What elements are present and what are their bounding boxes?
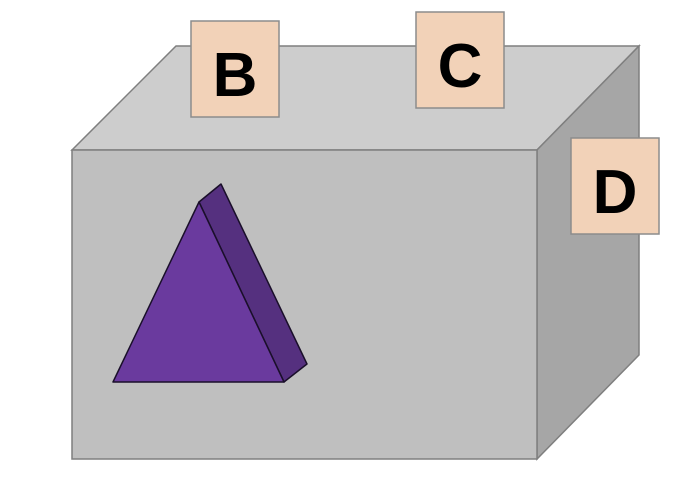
triangular-prism — [112, 183, 308, 383]
prism-front-face — [112, 201, 285, 383]
label-d: D — [570, 137, 660, 235]
label-c-box — [415, 11, 505, 109]
label-d-text: D — [593, 158, 638, 227]
box-front-face — [71, 149, 538, 460]
label-b-box — [190, 20, 280, 118]
label-d-box — [570, 137, 660, 235]
label-c-text: C — [438, 32, 483, 101]
label-b: B — [190, 20, 280, 118]
label-b-text: B — [213, 41, 258, 110]
label-c: C — [415, 11, 505, 109]
